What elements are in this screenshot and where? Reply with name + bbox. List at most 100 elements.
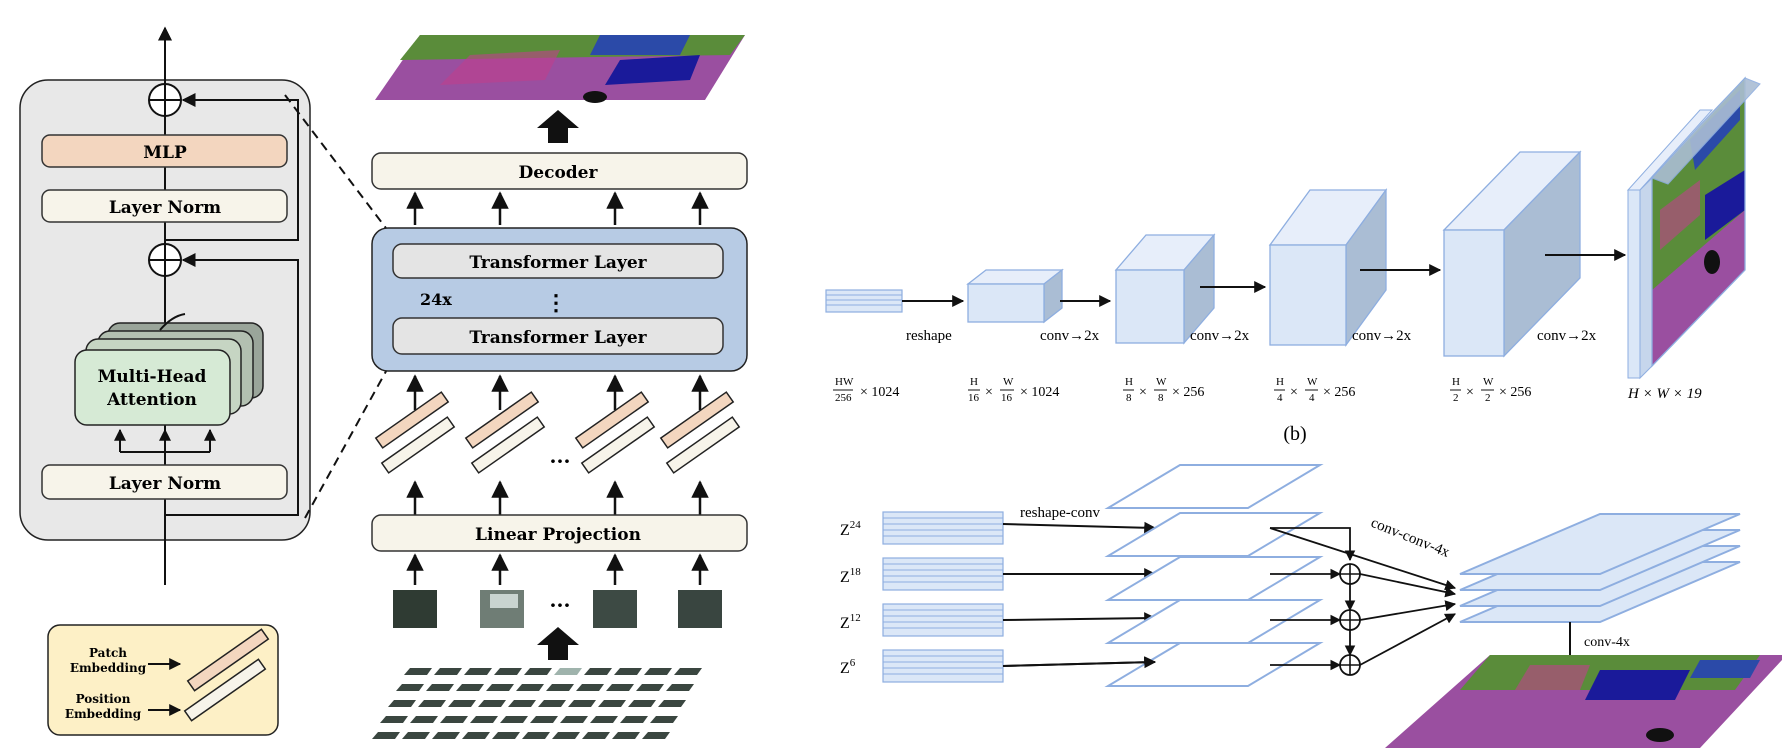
- feature-cube: [1114, 233, 1216, 345]
- patch-embedding-swatch: [186, 628, 270, 692]
- feature-sequence: [882, 557, 1004, 591]
- image-patch: [593, 590, 637, 628]
- legend-patch-line1: Patch: [89, 646, 127, 660]
- setr-pipeline: Decoder Transformer Layer 24x ⋮ Transfor…: [371, 35, 748, 739]
- svg-text:W: W: [1156, 376, 1167, 388]
- z24-label: Z24: [840, 519, 861, 539]
- svg-text:H: H: [1125, 376, 1133, 388]
- feature-sequence: [882, 649, 1004, 683]
- up-arrow-icon: [537, 627, 579, 660]
- svg-text:×: ×: [985, 385, 993, 400]
- segmentation-output-top: [375, 35, 745, 103]
- multi-head-attention-box: [74, 349, 231, 426]
- layer-norm-bottom-box: [41, 464, 288, 500]
- conv-label-3: conv→2x: [1352, 328, 1412, 344]
- svg-text:×: ×: [1139, 385, 1147, 400]
- transformer-layer-top: [392, 243, 724, 279]
- encoder-block: MLP Layer Norm Multi-Head Attention Laye…: [19, 26, 311, 585]
- svg-text:W: W: [1307, 376, 1318, 388]
- z12-label: Z12: [840, 612, 861, 632]
- patch-ellipsis: ···: [550, 593, 571, 617]
- svg-text:H: H: [970, 376, 978, 388]
- transformer-layer-bottom: [392, 317, 724, 355]
- caption-b: (b): [1283, 423, 1306, 445]
- repeat-label: 24x: [420, 290, 452, 309]
- dim-label-5: H 2 × W 2 × 256: [1450, 376, 1531, 404]
- svg-text:16: 16: [1001, 392, 1013, 404]
- svg-text:2: 2: [1453, 392, 1459, 404]
- svg-text:W: W: [1003, 376, 1014, 388]
- embedding-legend: Patch Embedding Position Embedding: [47, 624, 279, 736]
- layer-norm-top-label: Layer Norm: [109, 198, 221, 218]
- zoom-line: [284, 94, 396, 241]
- feature-plane: [1104, 464, 1324, 509]
- reshape-conv-label: reshape-conv: [1020, 505, 1100, 521]
- legend-position-line1: Position: [76, 692, 131, 706]
- feature-cube: [1268, 188, 1388, 347]
- svg-text:× 256: × 256: [1323, 385, 1355, 400]
- segmentation-output-right: [1626, 76, 1761, 380]
- svg-text:W: W: [1483, 376, 1494, 388]
- up-arrow-icon: [537, 110, 579, 143]
- vertical-dots: ⋮: [545, 290, 567, 316]
- conv-label-2: conv→2x: [1190, 328, 1250, 344]
- layer-norm-top-box: [41, 189, 288, 223]
- dim-label-3: H 8 × W 8 × 256: [1123, 376, 1204, 404]
- attention-label-line1: Multi-Head: [98, 367, 207, 387]
- dim-label-1: HW 256 × 1024: [833, 376, 899, 404]
- linear-projection-box: [371, 514, 748, 552]
- svg-text:× 256: × 256: [1172, 385, 1204, 400]
- svg-text:×: ×: [1466, 385, 1474, 400]
- svg-text:4: 4: [1309, 392, 1315, 404]
- svg-text:HW: HW: [835, 376, 854, 388]
- layer-norm-bottom-label: Layer Norm: [109, 474, 221, 494]
- decoder-label: Decoder: [519, 163, 599, 183]
- svg-text:8: 8: [1126, 392, 1132, 404]
- conv-conv-4x-label: conv-conv-4x: [1369, 515, 1453, 561]
- svg-text:8: 8: [1158, 392, 1164, 404]
- mlp-box: [41, 134, 288, 168]
- feature-sequence: [882, 511, 1004, 545]
- transformer-layer-top-label: Transformer Layer: [469, 253, 647, 273]
- dim-label-4: H 4 × W 4 × 256: [1274, 376, 1355, 404]
- svg-text:16: 16: [968, 392, 980, 404]
- feature-plane: [1104, 599, 1324, 644]
- aggregated-plane: [1459, 513, 1741, 575]
- svg-text:4: 4: [1277, 392, 1283, 404]
- svg-text:256: 256: [835, 392, 852, 404]
- position-embedding-swatch: [183, 658, 267, 722]
- svg-text:× 256: × 256: [1499, 385, 1531, 400]
- dim-label-2: H 16 × W 16 × 1024: [968, 376, 1059, 404]
- segmentation-output-bottom: [1385, 655, 1782, 748]
- svg-text:2: 2: [1485, 392, 1491, 404]
- feature-cube: [1442, 150, 1582, 358]
- conv-4x-label: conv-4x: [1584, 635, 1630, 650]
- image-patch: [678, 590, 722, 628]
- decoder-box: [371, 152, 748, 190]
- transformer-layer-bottom-label: Transformer Layer: [469, 328, 647, 348]
- feature-sequence: [882, 603, 1004, 637]
- feature-plane: [1104, 512, 1324, 557]
- svg-text:× 1024: × 1024: [1020, 385, 1059, 400]
- linear-projection-label: Linear Projection: [475, 525, 641, 545]
- svg-text:×: ×: [1290, 385, 1298, 400]
- legend-position-line2: Embedding: [65, 707, 142, 721]
- z6-label: Z6: [840, 657, 856, 677]
- input-patch-grid: [372, 668, 702, 739]
- conv-label-4: conv→2x: [1537, 328, 1597, 344]
- zoom-line: [304, 354, 396, 519]
- multi-level-aggregation-decoder: Z24 Z18 Z12 Z6 reshape-conv: [840, 464, 1782, 748]
- dim-label-6: H × W × 19: [1627, 386, 1702, 402]
- mlp-label: MLP: [143, 143, 187, 163]
- legend-patch-line2: Embedding: [70, 661, 147, 675]
- feature-sequence: [825, 289, 903, 313]
- embedding-ellipsis: ···: [550, 449, 571, 473]
- svg-text:H: H: [1452, 376, 1460, 388]
- svg-text:H: H: [1276, 376, 1284, 388]
- image-patch: [393, 590, 437, 628]
- svg-text:× 1024: × 1024: [860, 385, 899, 400]
- attention-label-line2: Attention: [106, 390, 197, 410]
- feature-plane: [1104, 556, 1324, 601]
- z18-label: Z18: [840, 566, 861, 586]
